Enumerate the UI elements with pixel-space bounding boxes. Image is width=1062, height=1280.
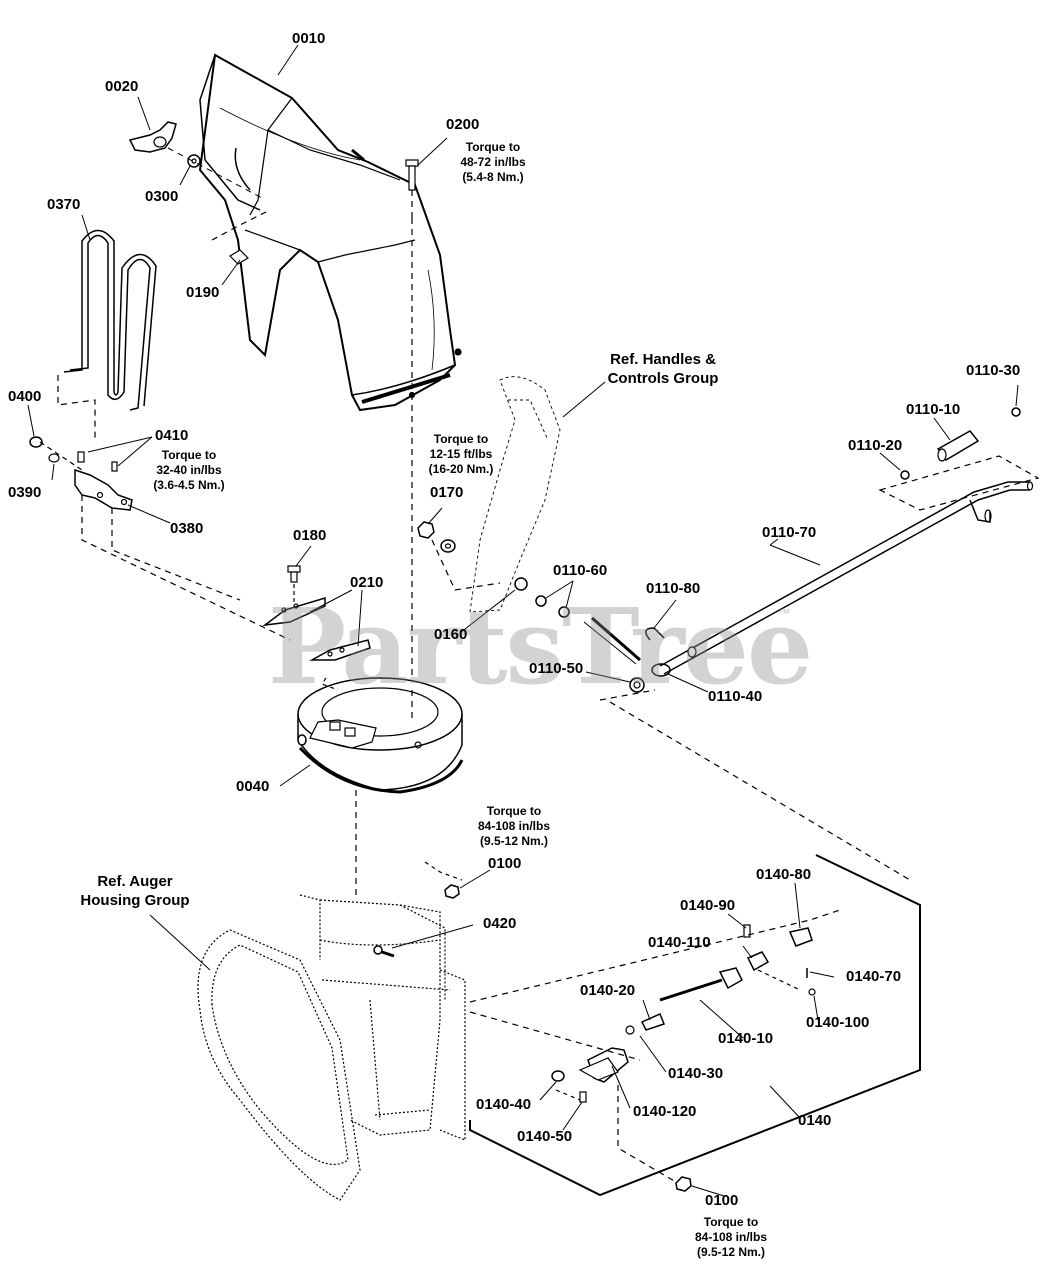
knob-part	[128, 121, 201, 168]
chute-part	[198, 53, 462, 412]
part-label: 0140-50	[517, 1128, 573, 1145]
part-label: 0010	[292, 30, 326, 47]
leader-lines	[27, 44, 1019, 1197]
ring-gear-part	[297, 677, 464, 794]
part-label: 0040	[236, 778, 270, 795]
part-label: 0390	[8, 484, 42, 501]
part-label: 0140-100	[806, 1014, 870, 1031]
part-label: 0170	[430, 484, 464, 501]
screw-0190	[229, 249, 249, 265]
part-label: 0140-80	[756, 866, 812, 883]
part-label: 0180	[293, 527, 327, 544]
part-label: 0140-120	[633, 1103, 697, 1120]
part-label: 0140-90	[680, 897, 736, 914]
watermark: PartsTree	[268, 585, 813, 708]
part-label: 0200	[446, 116, 480, 133]
bracket-group	[29, 436, 133, 511]
part-label: 0140-30	[668, 1065, 724, 1082]
part-label: 0300	[145, 188, 179, 205]
part-label: 0420	[483, 915, 517, 932]
ref-handles-controls-group: Ref. Handles &Controls Group	[607, 351, 719, 387]
part-label: 0110-50	[529, 660, 584, 677]
part-label: 0210	[350, 574, 384, 591]
part-label: 0110-70	[762, 524, 817, 541]
plates-group	[262, 565, 371, 661]
part-label: 0160	[434, 626, 468, 643]
part-label: 0140-40	[476, 1096, 532, 1113]
part-label: 0370	[47, 196, 81, 213]
part-label: 0140-10	[718, 1030, 774, 1047]
part-label: 0190	[186, 284, 220, 301]
part-label: 0140	[798, 1112, 832, 1129]
rod-assembly	[583, 407, 1034, 693]
part-label: 0400	[8, 388, 42, 405]
part-label: 0110-20	[848, 437, 903, 454]
watermark-trademark: ™	[778, 606, 790, 620]
auger-housing-ghost	[197, 894, 466, 1201]
screw-0420	[373, 945, 395, 958]
part-label: 0110-80	[646, 580, 701, 597]
handles-ghost	[469, 376, 561, 613]
linkage-assembly	[551, 924, 816, 1103]
part-label: 0100	[705, 1192, 739, 1209]
part-label: 0100	[488, 855, 522, 872]
part-label: 0140-110	[648, 934, 711, 951]
part-label: 0110-40	[708, 688, 763, 705]
part-label: 0140-20	[580, 982, 636, 999]
part-label: 0020	[105, 78, 139, 95]
part-label: 0410	[155, 427, 189, 444]
nut-washer-group	[417, 521, 570, 618]
part-label: 0110-60	[553, 562, 608, 579]
part-label: 0140-70	[846, 968, 902, 985]
part-label: 0110-30	[966, 362, 1021, 379]
wire-0370	[63, 229, 157, 411]
part-label: 0110-10	[906, 401, 961, 418]
part-label: 0380	[170, 520, 204, 537]
